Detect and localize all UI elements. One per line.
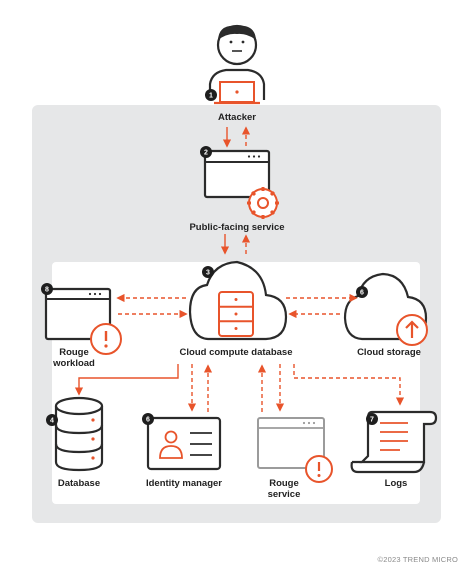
gear-icon xyxy=(247,187,279,219)
rouge-workload-label-line1: Rouge xyxy=(59,347,89,358)
badge-2: 2 xyxy=(200,146,212,158)
identity-label: Identity manager xyxy=(145,478,223,489)
cloud-database-icon xyxy=(188,260,288,341)
badge-1-number: 1 xyxy=(209,93,213,100)
arrow-cloud-to-logs xyxy=(293,364,405,406)
attacker-label: Attacker xyxy=(217,112,257,123)
cloud-storage-label: Cloud storage xyxy=(357,347,421,358)
rouge-workload-alert-icon xyxy=(90,323,122,355)
badge-6-storage-number: 6 xyxy=(360,290,364,297)
rouge-service-label: Rouge service xyxy=(254,478,314,500)
cloud-db-label: Cloud compute database xyxy=(179,347,293,358)
logs-scroll-icon xyxy=(350,410,438,474)
badge-3-number: 3 xyxy=(206,270,210,277)
rouge-service-window-icon xyxy=(257,417,325,469)
rouge-service-alert-icon xyxy=(305,455,333,483)
badge-6-identity: 6 xyxy=(142,413,154,425)
rouge-service-label-line2: service xyxy=(267,489,301,500)
logs-label: Logs xyxy=(384,478,408,489)
public-service-window-icon xyxy=(203,149,271,199)
database-label: Database xyxy=(57,478,101,489)
badge-4-number: 4 xyxy=(50,418,54,425)
rouge-workload-window-icon xyxy=(44,287,112,341)
copyright-text: ©2023 TREND MICRO xyxy=(377,555,458,564)
rouge-workload-label: Rouge workload xyxy=(44,347,104,369)
badge-2-number: 2 xyxy=(204,150,208,157)
attacker-icon xyxy=(208,24,266,105)
public-service-label: Public-facing service xyxy=(189,222,285,233)
database-icon xyxy=(54,396,104,472)
badge-7-number: 7 xyxy=(370,417,374,424)
inner-panel xyxy=(52,262,420,504)
badge-4: 4 xyxy=(46,414,58,426)
badge-7: 7 xyxy=(366,413,378,425)
arrow-cloud-to-database xyxy=(74,364,179,396)
badge-6-identity-number: 6 xyxy=(146,417,150,424)
badge-1: 1 xyxy=(205,89,217,101)
badge-8-number: 8 xyxy=(45,287,49,294)
identity-card-icon xyxy=(146,416,222,471)
badge-3: 3 xyxy=(202,266,214,278)
rouge-workload-label-line2: workload xyxy=(53,358,95,369)
badge-8: 8 xyxy=(41,283,53,295)
rouge-service-label-line1: Rouge xyxy=(269,478,299,489)
badge-6-storage: 6 xyxy=(356,286,368,298)
